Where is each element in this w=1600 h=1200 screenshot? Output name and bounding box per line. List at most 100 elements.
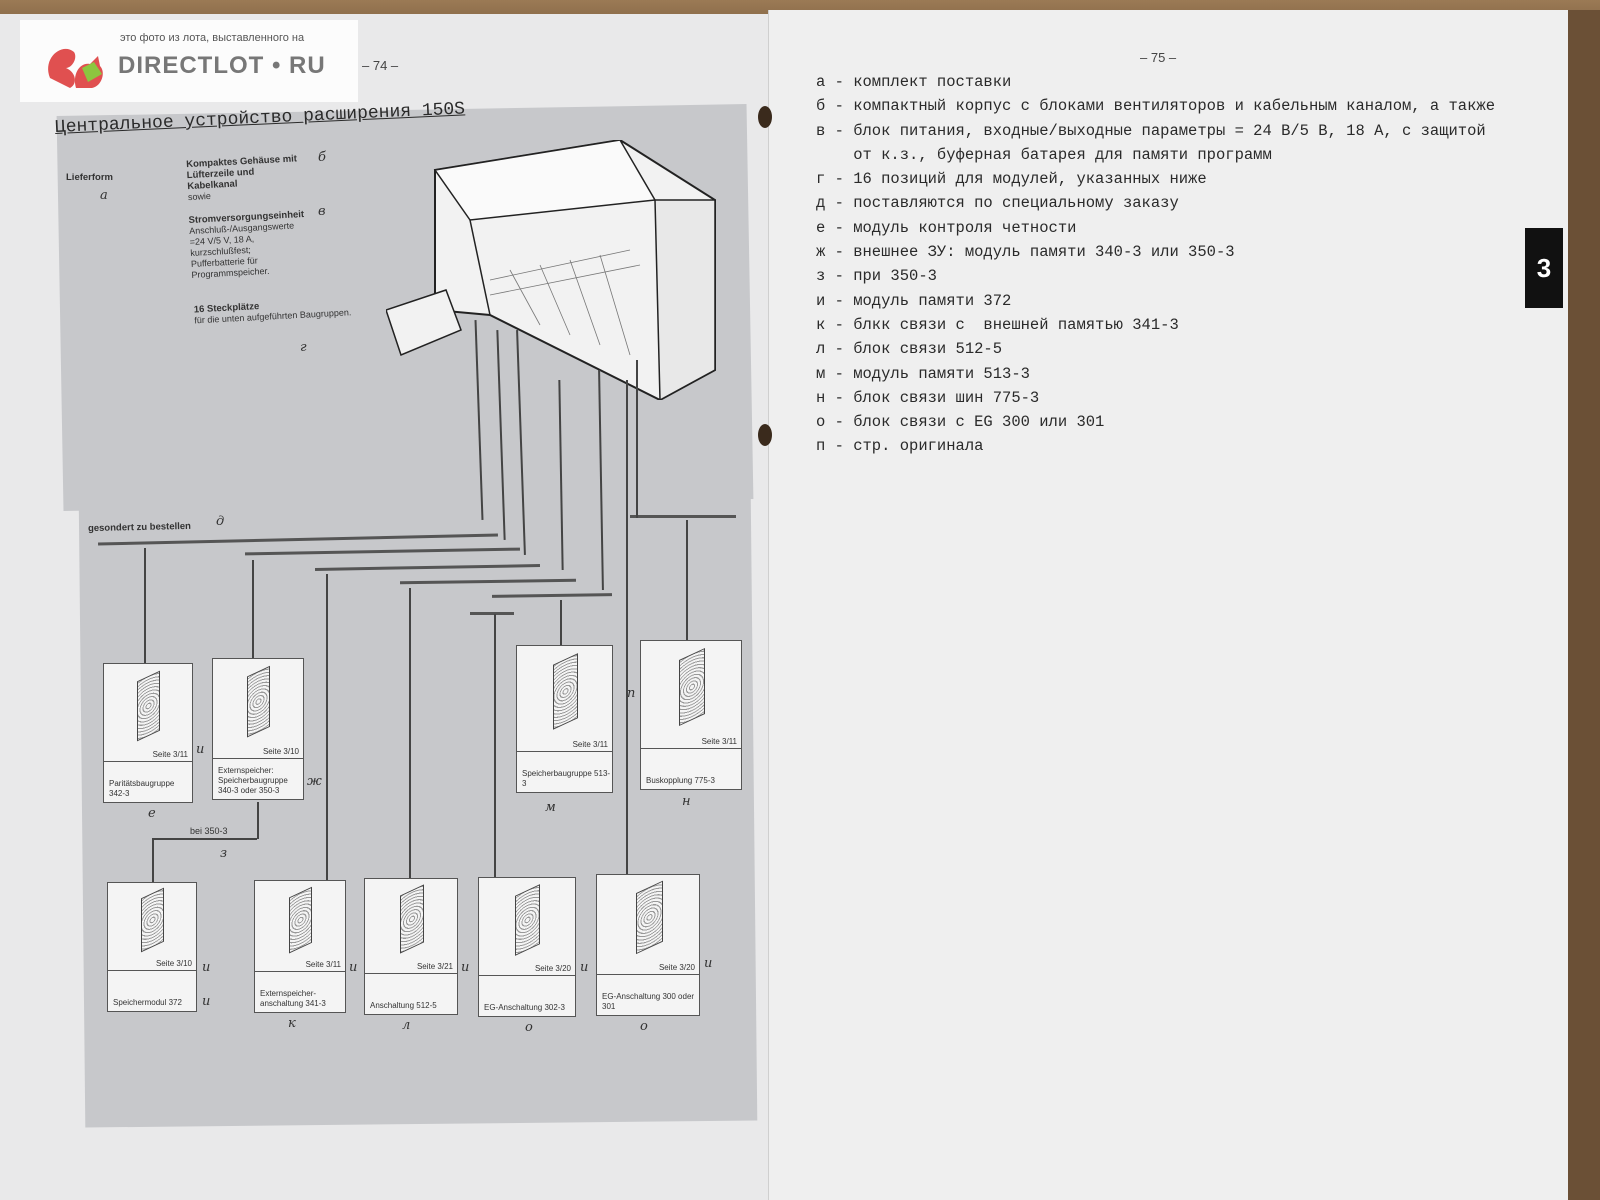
seite-ref: Seite 3/21 [416,962,453,971]
module-board-icon [679,647,705,727]
binder-hole [758,424,772,446]
gehause-block: Kompaktes Gehäuse mit Lüfterzeile und Ka… [186,153,308,203]
seite-ref: Seite 3/20 [534,964,571,973]
page-number-left: – 74 – [362,58,399,73]
connector-line [409,588,411,878]
module-name: Externspeicher-anschaltung 341-3 [260,989,326,1008]
legend-item: ж - внешнее ЗУ: модуль памяти 340-3 или … [816,243,1235,262]
mark-i: и [580,960,589,975]
watermark-caption: это фото из лота, выставленного на [120,32,305,44]
mark-k: к [288,1016,296,1031]
legend-item: з - при 350-3 [816,267,937,286]
mark-p: п [627,686,636,701]
watermark-brand: DIRECTLOT • RU [118,52,326,79]
watermark: это фото из лота, выставленного на DIREC… [20,20,358,102]
connector-line [252,560,254,658]
legend-item: м - модуль памяти 513-3 [816,364,1030,383]
connector-line [144,548,146,663]
module-name: EG-Anschaltung 300 oder 301 [602,992,695,1011]
module-board-icon [515,883,541,956]
mark-l: л [402,1018,411,1033]
strom-block: Stromversorgungseinheit Anschluß-/Ausgan… [188,209,306,281]
mark-e: е [148,806,156,821]
seite-ref: Seite 3/11 [305,960,341,969]
module-board-icon [553,652,578,730]
squirrel-logo-icon [48,48,103,88]
connector-line [626,380,628,874]
module-board-icon [137,670,161,742]
legend-item: и - модуль памяти 372 [816,291,1012,310]
legend-list: а - комплект поставки б - компактный корп… [816,70,1495,459]
legend-item: а - комплект поставки [816,73,1012,91]
right-page [768,10,1568,1200]
gehause-text: sowie [187,190,212,203]
lieferform-label: Lieferform [66,172,113,183]
module-board-icon [141,888,165,953]
legend-item: о - блок связи с EG 300 или 301 [816,413,1105,432]
rack-cabinet-illustration [433,140,716,400]
seite-ref: Seite 3/10 [262,747,299,756]
connector-line [152,838,257,840]
connector-line [257,802,259,839]
mark-i: и [349,960,358,975]
connector-line [636,360,638,518]
module-name: Buskopplung 775-3 [646,776,715,785]
strom-text: Anschluß-/Ausgangswerte =24 V/5 V, 18 A,… [188,220,295,280]
seite-ref: Seite 3/11 [152,750,188,759]
gesondert-text: gesondert zu bestellen [87,520,192,535]
bei-label: bei 350-3 [190,826,228,836]
mark-i: и [202,960,211,975]
mark-o: о [640,1019,648,1034]
mark-a: а [100,188,108,203]
mark-i: и [704,956,713,971]
bus-line-7 [630,515,736,518]
module-board-icon [247,665,271,738]
mark-o: о [525,1020,533,1035]
legend-item: д - поставляются по специальному заказу [816,194,1179,213]
section-tab: 3 [1525,228,1563,308]
module-board-icon [289,886,313,954]
legend-item: б - компактный корпус с блоками вентилят… [816,97,1496,116]
mark-i: и [461,960,470,975]
legend-item: н - блок связи шин 775-3 [816,388,1040,407]
seite-ref: Seite 3/10 [155,959,192,968]
order-panel [78,490,758,1128]
mark-zh: ж [307,774,322,789]
mark-b: б [318,150,326,165]
mark-m: м [545,800,556,815]
mark-d: д [216,514,225,529]
module-board-icon [635,880,663,955]
legend-item: в - блок питания, входные/выходные парам… [816,121,1486,140]
seite-ref: Seite 3/20 [658,963,695,972]
seite-ref: Seite 3/11 [572,740,608,749]
binder-hole [758,106,772,128]
lieferform-text: Lieferform [66,172,113,183]
module-name: EG-Anschaltung 302-3 [484,1003,565,1012]
page-edge [1568,10,1600,1200]
legend-item: к - блкк связи с внешней памятью 341-3 [816,315,1179,334]
legend-item: е - модуль контроля четности [816,218,1077,237]
gehause-title: Kompaktes Gehäuse mit Lüfterzeile und Ka… [185,153,298,193]
legend-item: от к.з., буферная батарея для памяти про… [816,145,1272,164]
module-name: Speicherbaugruppe 513-3 [522,769,611,788]
connector-line [326,574,328,880]
page-number-right: – 75 – [1140,50,1177,65]
mark-z: з [220,846,228,861]
legend-item: г - 16 позиций для модулей, указанных ни… [816,170,1207,189]
connector-line [494,614,496,877]
legend-item: п - стр. оригинала [816,437,984,456]
module-board-icon [399,884,424,955]
mark-n: н [682,794,691,809]
connector-line [152,840,154,882]
module-name: Externspeicher: Speicherbaugruppe 340-3 … [218,766,288,795]
module-name: Paritätsbaugruppe 342-3 [109,779,175,798]
